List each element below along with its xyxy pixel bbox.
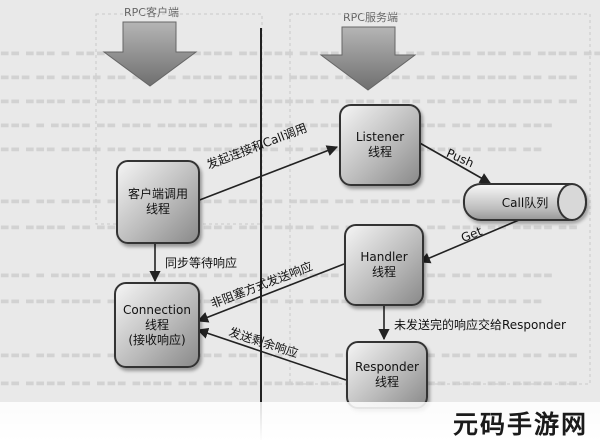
arrow-initiate-call: [196, 145, 339, 202]
client-side-label: RPC客户端: [124, 6, 179, 19]
handler-line2: 线程: [371, 265, 396, 279]
background-text: ▬▬▬ ▬▬ ▬▬▬▬ ▬▬ ▬▬▬ ▬ ▬▬▬▬ ▬▬▬ ▬▬ ▬▬▬▬ ▬▬…: [0, 72, 579, 83]
listener-thread-node: Listener 线程: [339, 104, 421, 186]
background-text: ▬▬▬ ▬ ▬▬▬▬ ▬▬ ▬▬▬ ▬▬▬▬▬ ▬▬ ▬▬▬ ▬▬ ▬▬▬▬ ▬…: [0, 120, 554, 131]
client-thread-node: 客户端调用 线程: [116, 160, 200, 244]
arrow-send-remaining: [196, 327, 347, 381]
connection-thread-node: Connection 线程 (接收响应): [114, 282, 200, 368]
background-text: ▬▬ ▬▬▬ ▬▬▬▬ ▬▬ ▬▬▬ ▬▬ ▬▬▬▬▬ ▬▬▬ ▬▬ ▬▬▬▬ …: [0, 144, 544, 155]
arrow-get: [418, 219, 520, 264]
background-text: ▬▬ ▬▬▬▬ ▬▬ ▬▬▬ ▬▬▬▬ ▬▬ ▬▬▬ ▬▬ ▬▬▬▬▬ ▬▬ ▬…: [0, 222, 579, 233]
background-text: ▬▬▬ ▬ ▬▬▬▬ ▬▬ ▬▬▬ ▬▬▬▬▬ ▬▬ ▬▬▬ ▬▬ ▬▬▬▬ ▬…: [0, 270, 554, 281]
server-frame: [289, 13, 591, 385]
call-queue-label: Call队列: [501, 195, 549, 210]
arrow-push: [417, 141, 491, 184]
client-thread-line2: 线程: [145, 202, 170, 216]
server-entry-arrow: [319, 26, 417, 91]
connection-line3: (接收响应): [128, 332, 186, 347]
client-thread-line1: 客户端调用: [127, 187, 188, 201]
background-text: ▬▬ ▬▬▬▬ ▬▬ ▬▬▬ ▬▬▬▬ ▬▬ ▬▬▬ ▬▬ ▬▬▬▬▬ ▬▬ ▬…: [0, 96, 579, 107]
responder-line2: 线程: [374, 375, 399, 389]
label-unsent-to-responder: 未发送完的响应交给Responder: [394, 318, 566, 332]
arrow-async-send: [196, 263, 345, 323]
handler-line1: Handler: [360, 250, 408, 264]
background-text: ▬▬▬ ▬▬ ▬▬▬▬ ▬▬ ▬▬▬ ▬ ▬▬▬▬ ▬▬▬ ▬▬ ▬▬▬▬ ▬▬…: [0, 350, 579, 361]
connection-line2: 线程: [144, 317, 169, 332]
watermark-band: [0, 402, 600, 443]
handler-thread-node: Handler 线程: [344, 224, 424, 306]
responder-line1: Responder: [355, 360, 419, 374]
call-queue-node: Call队列: [463, 183, 587, 221]
background-text: ▬▬ ▬▬▬ ▬ ▬▬▬▬ ▬▬ ▬▬▬ ▬▬▬▬▬ ▬▬ ▬▬▬ ▬▬▬▬ ▬…: [0, 48, 600, 59]
client-entry-arrow: [102, 21, 198, 87]
responder-thread-node: Responder 线程: [346, 341, 428, 409]
connection-line1: Connection: [123, 302, 191, 317]
watermark-text: 元码手游网: [452, 410, 588, 439]
background-text: ▬▬▬ ▬▬ ▬▬▬▬ ▬▬ ▬▬▬ ▬ ▬▬▬▬ ▬▬▬ ▬▬ ▬▬▬▬ ▬▬…: [0, 196, 579, 207]
background-text: ▬▬ ▬▬▬ ▬▬▬▬ ▬▬ ▬▬▬ ▬▬ ▬▬▬▬▬ ▬▬▬ ▬▬ ▬▬▬▬ …: [0, 296, 544, 307]
listener-line2: 线程: [367, 145, 392, 159]
background-text: ▬▬ ▬▬▬▬ ▬▬ ▬▬▬ ▬▬▬▬ ▬▬ ▬▬▬ ▬▬ ▬▬▬▬▬ ▬▬ ▬…: [0, 378, 579, 389]
listener-line1: Listener: [355, 130, 405, 144]
label-sync-wait: 同步等待响应: [165, 256, 238, 270]
